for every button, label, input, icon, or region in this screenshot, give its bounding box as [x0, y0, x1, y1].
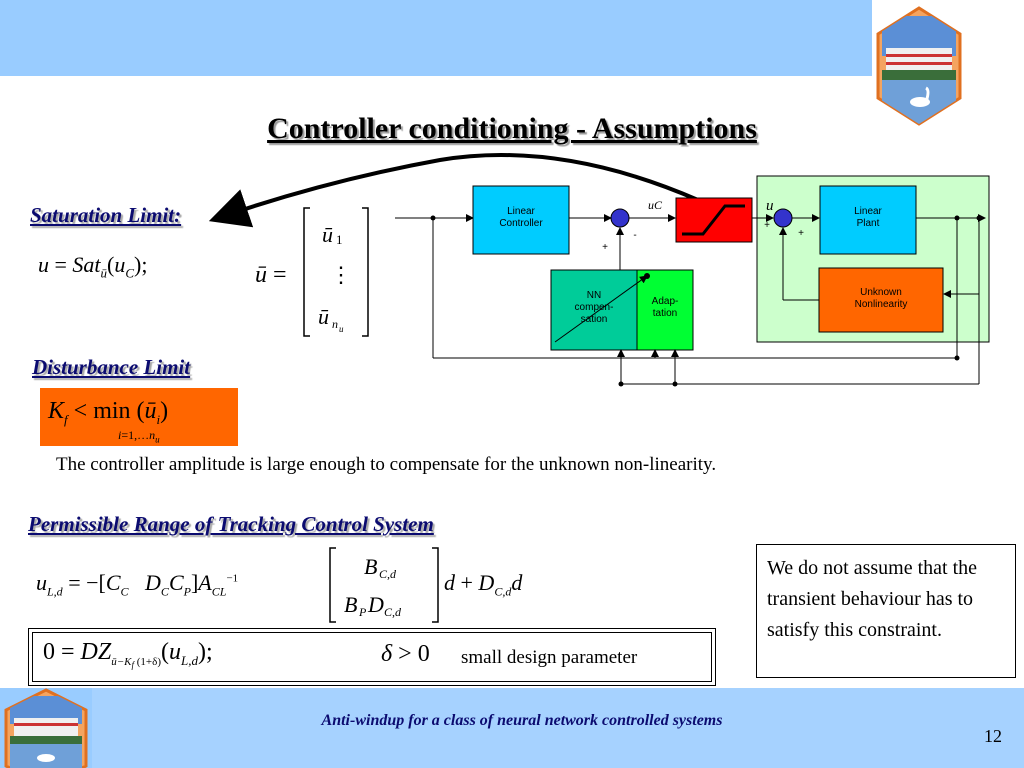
- saturation-heading: Saturation Limit:: [30, 203, 181, 228]
- u-bar-label: ū =: [255, 262, 287, 289]
- sum1-plus-sign: +: [600, 242, 610, 254]
- svg-text:D: D: [367, 592, 384, 617]
- disturbance-heading: Disturbance Limit: [32, 355, 190, 380]
- disturbance-min-subscript: i=1,…nu: [118, 428, 160, 444]
- disturbance-explanation: The controller amplitude is large enough…: [56, 454, 716, 476]
- tracking-heading: Permissible Range of Tracking Control Sy…: [28, 512, 434, 537]
- sum-junction-2: [774, 209, 792, 227]
- sum2-plus-sign-a: +: [762, 220, 772, 232]
- u-bar-matrix: ū 1 ⋮ ū n u: [300, 204, 372, 340]
- footer-logo-icon: [4, 688, 88, 768]
- adaptation-label: Adap- tation: [637, 296, 693, 320]
- svg-text:C,d: C,d: [384, 605, 402, 619]
- note-box: We do not assume that the transient beha…: [756, 544, 1016, 678]
- svg-text:u: u: [339, 324, 344, 334]
- tracking-equation-rhs: d + DC,dd: [444, 570, 522, 599]
- delta-condition: δ > 0: [381, 641, 430, 668]
- linear-controller-label: Linear Controller: [473, 206, 569, 230]
- unknown-nonlinearity-label: Unknown Nonlinearity: [819, 287, 943, 311]
- tracking-equation-lhs: uL,d = −[CC DCCP]ACL−1: [36, 570, 238, 599]
- sum1-minus-sign: -: [630, 230, 640, 242]
- dz-equation: 0 = DZū−Kf (1+δ)(uL,d);: [43, 639, 213, 670]
- saturation-equation: u = Satū(uC);: [38, 252, 148, 281]
- page-number: 12: [984, 726, 1002, 747]
- sum-junction-1: [611, 209, 629, 227]
- svg-text:ū: ū: [318, 304, 329, 329]
- svg-text:⋮: ⋮: [330, 262, 352, 287]
- svg-text:B: B: [344, 592, 357, 617]
- linear-plant-label: Linear Plant: [820, 206, 916, 230]
- svg-text:n: n: [332, 317, 338, 331]
- signal-u-label: u: [766, 198, 774, 215]
- tracking-matrix: B C,d B P D C,d: [326, 544, 444, 626]
- dz-equation-box: 0 = DZū−Kf (1+δ)(uL,d); δ > 0 small desi…: [28, 628, 716, 686]
- sum2-plus-sign-b: +: [796, 228, 806, 240]
- footer-title: Anti-windup for a class of neural networ…: [92, 712, 952, 730]
- svg-text:B: B: [364, 554, 377, 579]
- svg-text:P: P: [358, 605, 367, 619]
- svg-text:ū: ū: [322, 222, 333, 247]
- signal-uc-label: uC: [648, 198, 662, 213]
- svg-text:1: 1: [336, 232, 343, 247]
- disturbance-equation-box: Kf < min (ūi) i=1,…nu: [40, 388, 238, 446]
- small-parameter-text: small design parameter: [461, 647, 637, 669]
- disturbance-equation: Kf < min (ūi): [48, 398, 168, 428]
- svg-text:C,d: C,d: [379, 567, 397, 581]
- nn-compensation-label: NN compen- sation: [551, 290, 637, 326]
